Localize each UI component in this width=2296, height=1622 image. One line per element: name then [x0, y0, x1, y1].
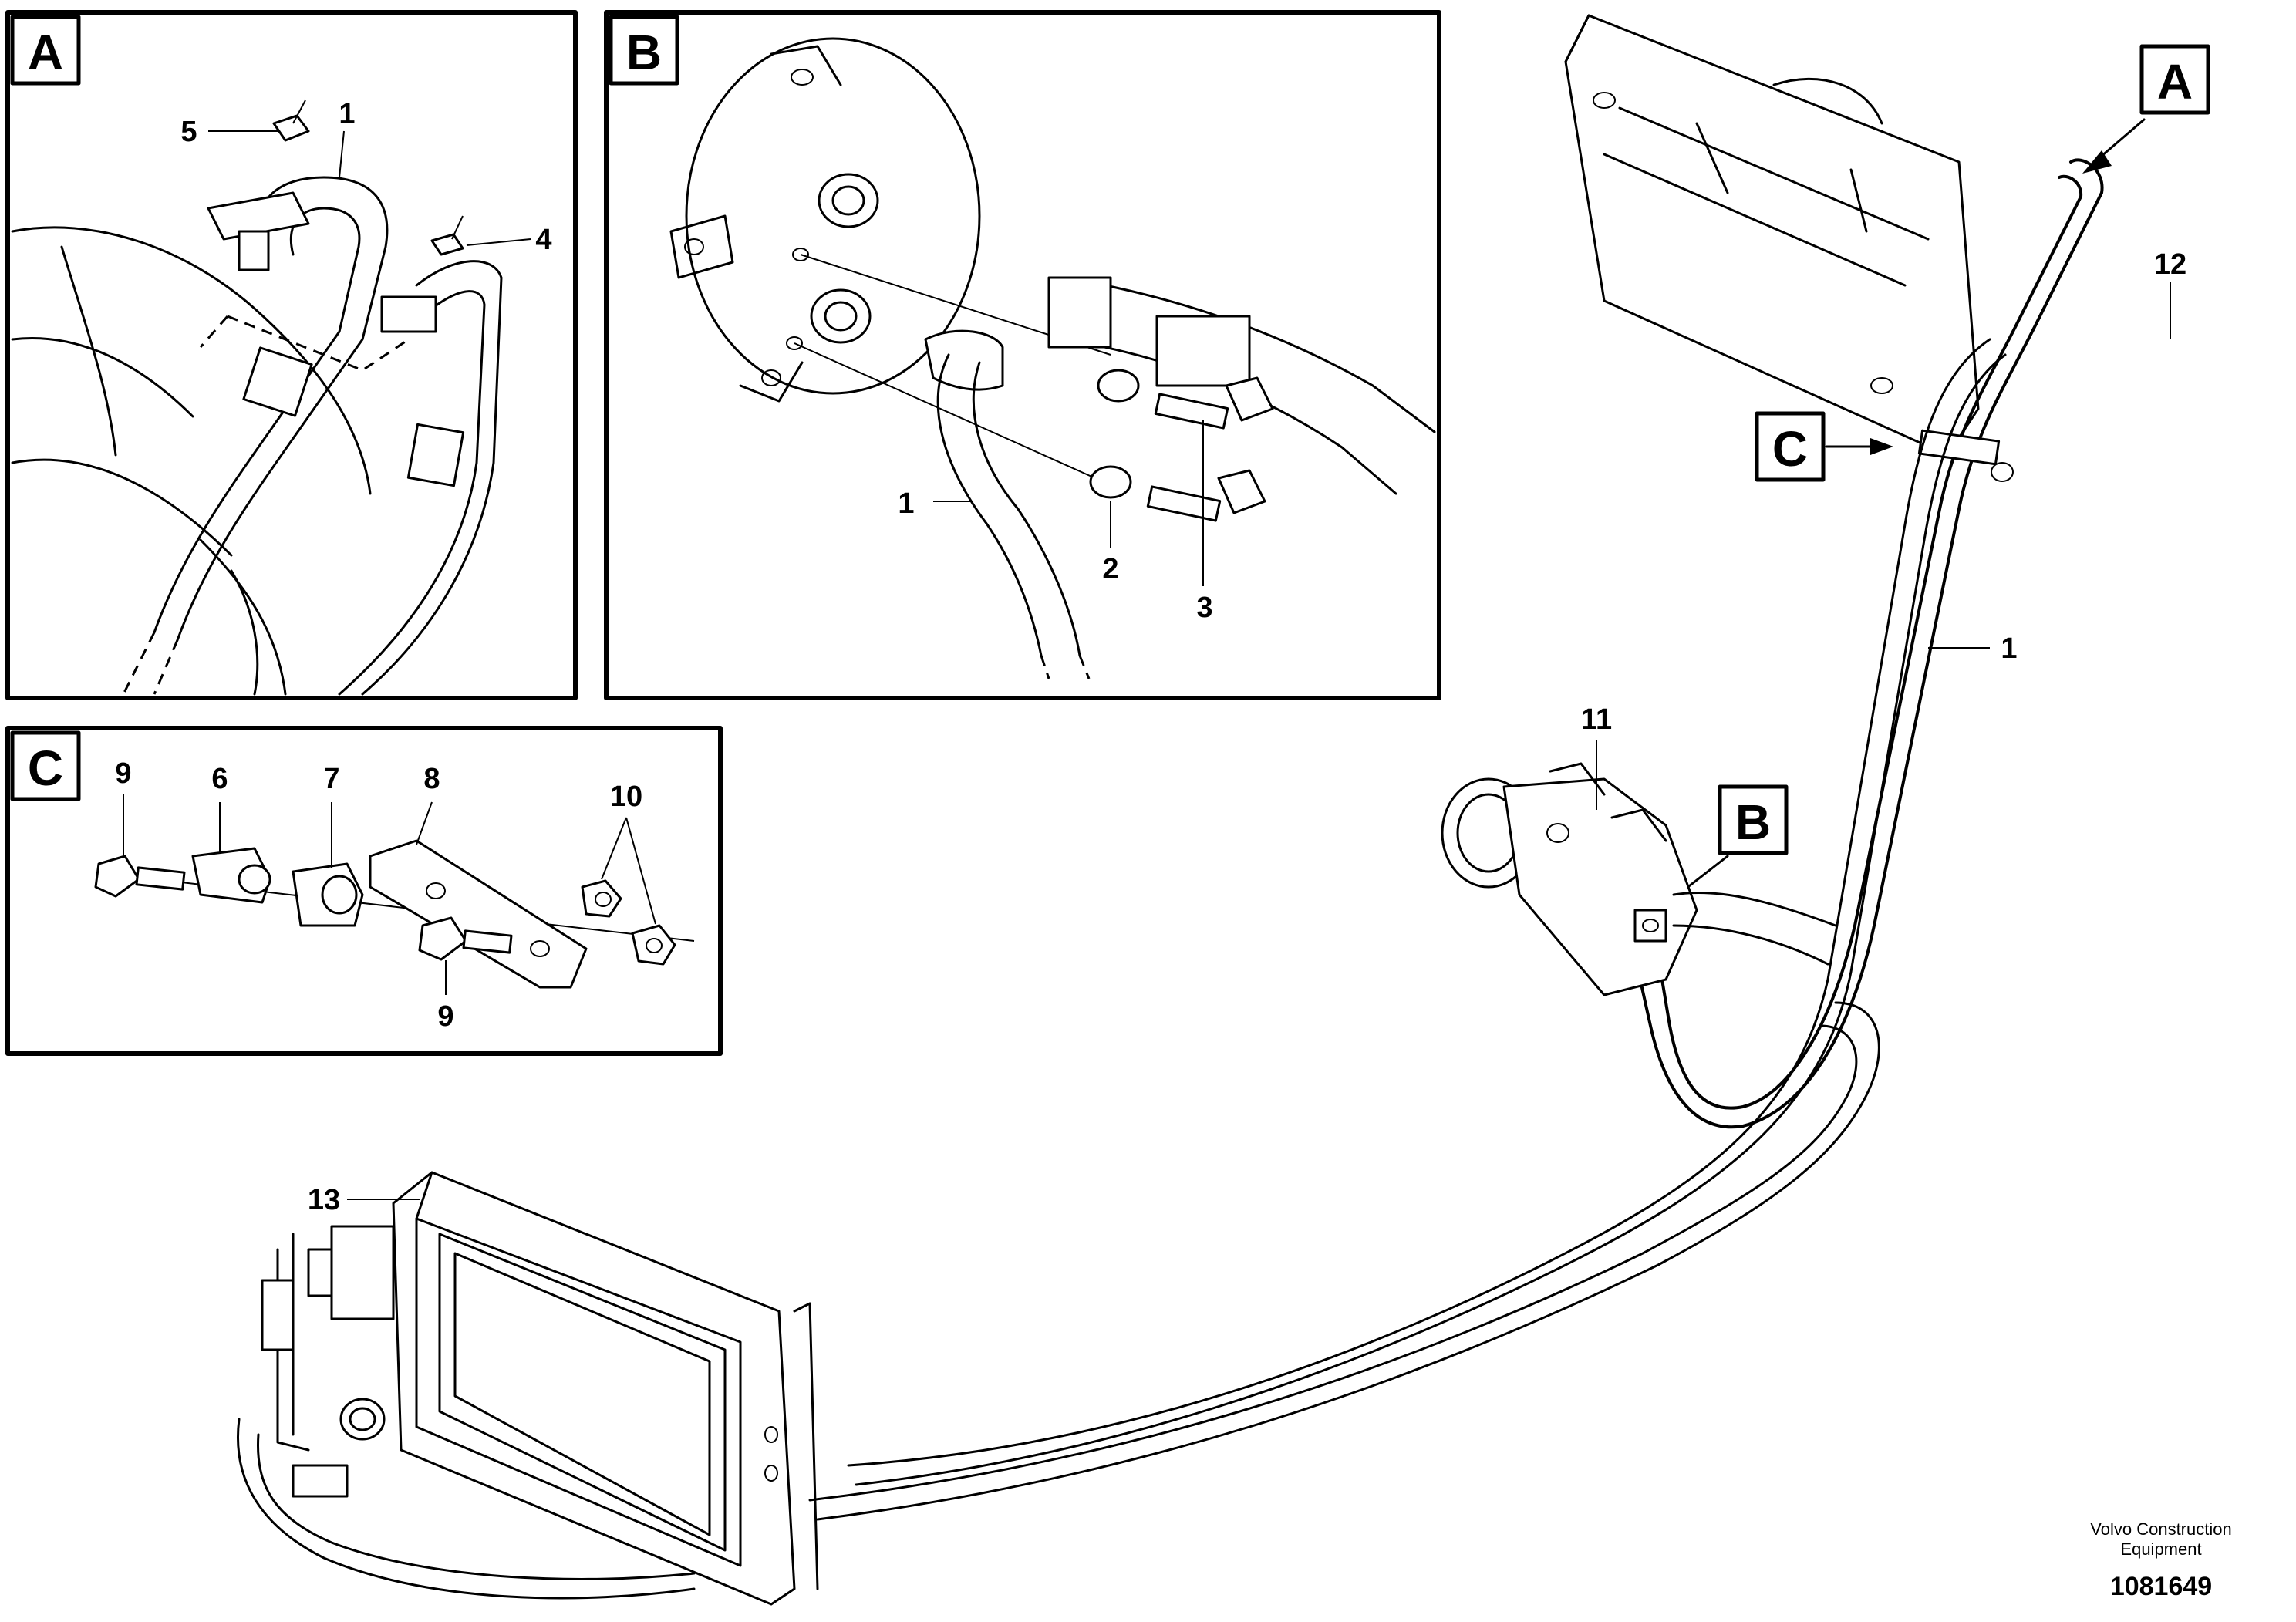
callout-10: 10 [610, 781, 642, 813]
callout-3: 3 [1196, 592, 1212, 624]
main-assembly: A C B [237, 14, 2210, 1606]
detail-c-panel: C 9 6 7 8 10 9 [5, 726, 723, 1056]
callout-6: 6 [211, 763, 228, 795]
main-tag-b: B [1735, 794, 1771, 850]
main-tag-a: A [2157, 54, 2193, 110]
footer: Volvo Construction Equipment 1081649 [2090, 1519, 2231, 1601]
callout-4: 4 [535, 224, 551, 256]
callout-main-12: 12 [2154, 248, 2186, 281]
callout-9-bottom: 9 [437, 1000, 453, 1033]
callout-5: 5 [180, 116, 197, 148]
callout-2: 2 [1102, 553, 1118, 585]
callout-1: 1 [339, 98, 355, 130]
detail-b-panel: B [604, 10, 1441, 700]
callout-main-11: 11 [1581, 703, 1612, 736]
callout-main-13: 13 [308, 1184, 340, 1216]
detail-a-panel: A 5 1 4 [5, 10, 578, 700]
detail-c-tag: C [28, 740, 63, 796]
callout-main-1: 1 [2001, 632, 2017, 665]
callout-9-top: 9 [115, 757, 131, 790]
detail-b-tag: B [626, 25, 662, 80]
callout-8: 8 [423, 763, 440, 795]
callout-1: 1 [898, 487, 914, 520]
drawing-number: 1081649 [2110, 1572, 2212, 1601]
main-tag-c: C [1772, 421, 1808, 477]
detail-a-tag: A [28, 25, 63, 80]
company-line-2: Equipment [2120, 1539, 2201, 1559]
callout-7: 7 [323, 763, 339, 795]
company-line-1: Volvo Construction [2090, 1519, 2231, 1539]
